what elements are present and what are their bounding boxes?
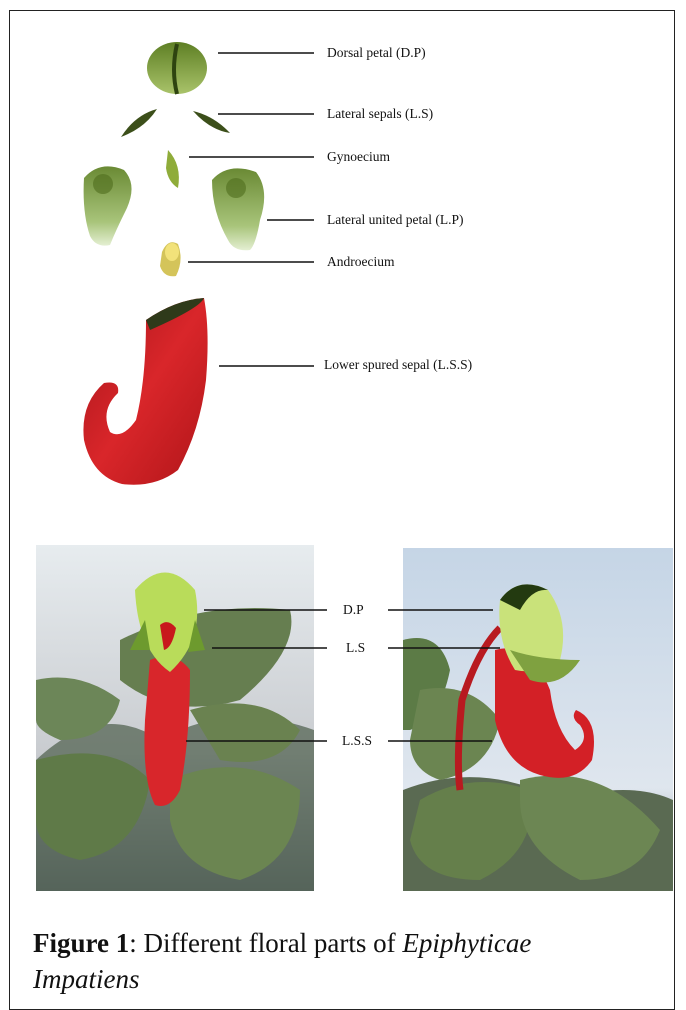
gynoecium-image (166, 150, 179, 188)
caption-figure-label: Figure 1 (33, 928, 129, 958)
lower-spured-sepal-image (83, 298, 207, 485)
lateral-sepals-image (121, 109, 230, 137)
lateral-united-petal-right-image (212, 168, 264, 250)
caption-text: : Different floral parts of (129, 928, 402, 958)
label-lateral-united-petal: Lateral united petal (L.P) (327, 212, 463, 228)
label-lower-spured-sepal: Lower spured sepal (L.S.S) (324, 357, 472, 373)
label-photo-lss: L.S.S (342, 733, 372, 749)
label-photo-ls: L.S (346, 640, 365, 656)
caption-species-name: Impatiens (33, 964, 139, 994)
caption-species-genus: Epiphyticae (402, 928, 531, 958)
photo-side-view (403, 548, 673, 891)
label-photo-dp: D.P (343, 602, 364, 618)
androecium-image (160, 242, 181, 276)
label-lateral-sepals: Lateral sepals (L.S) (327, 106, 433, 122)
figure-caption: Figure 1: Different floral parts of Epip… (33, 925, 653, 997)
label-gynoecium: Gynoecium (327, 149, 390, 165)
label-androecium: Androecium (327, 254, 394, 270)
lateral-united-petal-left-image (84, 166, 132, 245)
dorsal-petal-image (147, 42, 207, 94)
label-dorsal-petal: Dorsal petal (D.P) (327, 45, 426, 61)
photo-front-view (36, 545, 314, 891)
